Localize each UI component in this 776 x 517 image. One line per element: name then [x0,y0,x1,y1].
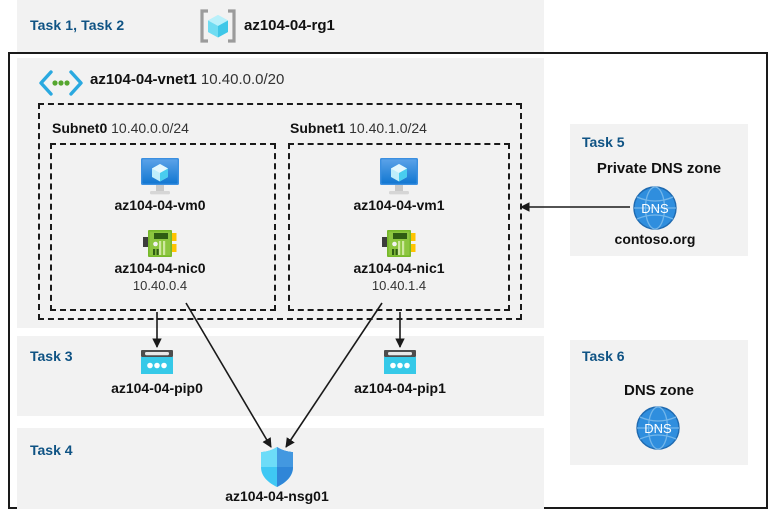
virtual-machine-icon [60,157,260,197]
subnet0-boundary [50,143,276,311]
resource-group-header-band [17,0,544,52]
nic-ip: 10.40.1.4 [371,277,427,293]
subnet0-title: Subnet0 10.40.0.0/24 [52,120,189,136]
public-ip-node-az104-04-pip0: az104-04-pip0 [57,348,257,398]
public-ip-address-icon [300,348,500,380]
svg-text:DNS: DNS [644,421,672,436]
vm-node-az104-04-vm1: az104-04-vm1 [299,157,499,215]
vm-node-az104-04-vm0: az104-04-vm0 [60,157,260,215]
network-interface-icon [299,228,499,260]
nic-node-az104-04-nic0: az104-04-nic0 10.40.0.4 [60,228,260,294]
vm-label: az104-04-vm0 [114,197,206,213]
public-ip-label: az104-04-pip0 [111,380,203,396]
subnet0-name: Subnet0 [52,120,108,136]
resource-group-icon [198,8,238,44]
public-ip-node-az104-04-pip1: az104-04-pip1 [300,348,500,398]
subnet1-cidr: 10.40.1.0/24 [349,120,427,136]
network-security-group-icon [157,446,397,488]
virtual-network-cidr: 10.40.0.0/20 [200,71,285,88]
vm-label: az104-04-vm1 [353,197,445,213]
nic-node-az104-04-nic1: az104-04-nic1 10.40.1.4 [299,228,499,294]
virtual-machine-icon [299,157,499,197]
dns-zone-icon: DNS [568,405,748,451]
subnet1-boundary [288,143,510,311]
resource-group-name: az104-04-rg1 [244,17,335,34]
private-dns-zone-node: DNS contoso.org [565,185,745,249]
svg-text:DNS: DNS [641,201,669,216]
virtual-network-name: az104-04-vnet1 [90,71,197,88]
task3-panel [17,336,544,416]
public-ip-address-icon [57,348,257,380]
task3-label: Task 3 [30,348,73,364]
nic-label: az104-04-nic0 [114,260,206,276]
virtual-network-title: az104-04-vnet1 10.40.0.0/20 [90,71,284,88]
virtual-network-icon [38,70,84,96]
subnet0-cidr: 10.40.0.0/24 [111,120,189,136]
nic-label: az104-04-nic1 [353,260,445,276]
public-ip-label: az104-04-pip1 [354,380,446,396]
task6-title: DNS zone [623,382,695,399]
resource-group-task-label: Task 1, Task 2 [30,17,125,33]
task5-title: Private DNS zone [596,160,722,177]
network-interface-icon [60,228,260,260]
nsg-label: az104-04-nsg01 [225,488,329,504]
task5-label: Task 5 [582,134,625,150]
dns-zone-node: DNS [568,405,748,451]
nic-ip: 10.40.0.4 [132,277,188,293]
dns-zone-icon: DNS [565,185,745,231]
subnet1-name: Subnet1 [290,120,346,136]
subnet1-title: Subnet1 10.40.1.0/24 [290,120,427,136]
task6-label: Task 6 [582,348,625,364]
nsg-node-az104-04-nsg01: az104-04-nsg01 [157,446,397,506]
task4-label: Task 4 [30,442,73,458]
dns-zone-name: contoso.org [614,231,696,247]
